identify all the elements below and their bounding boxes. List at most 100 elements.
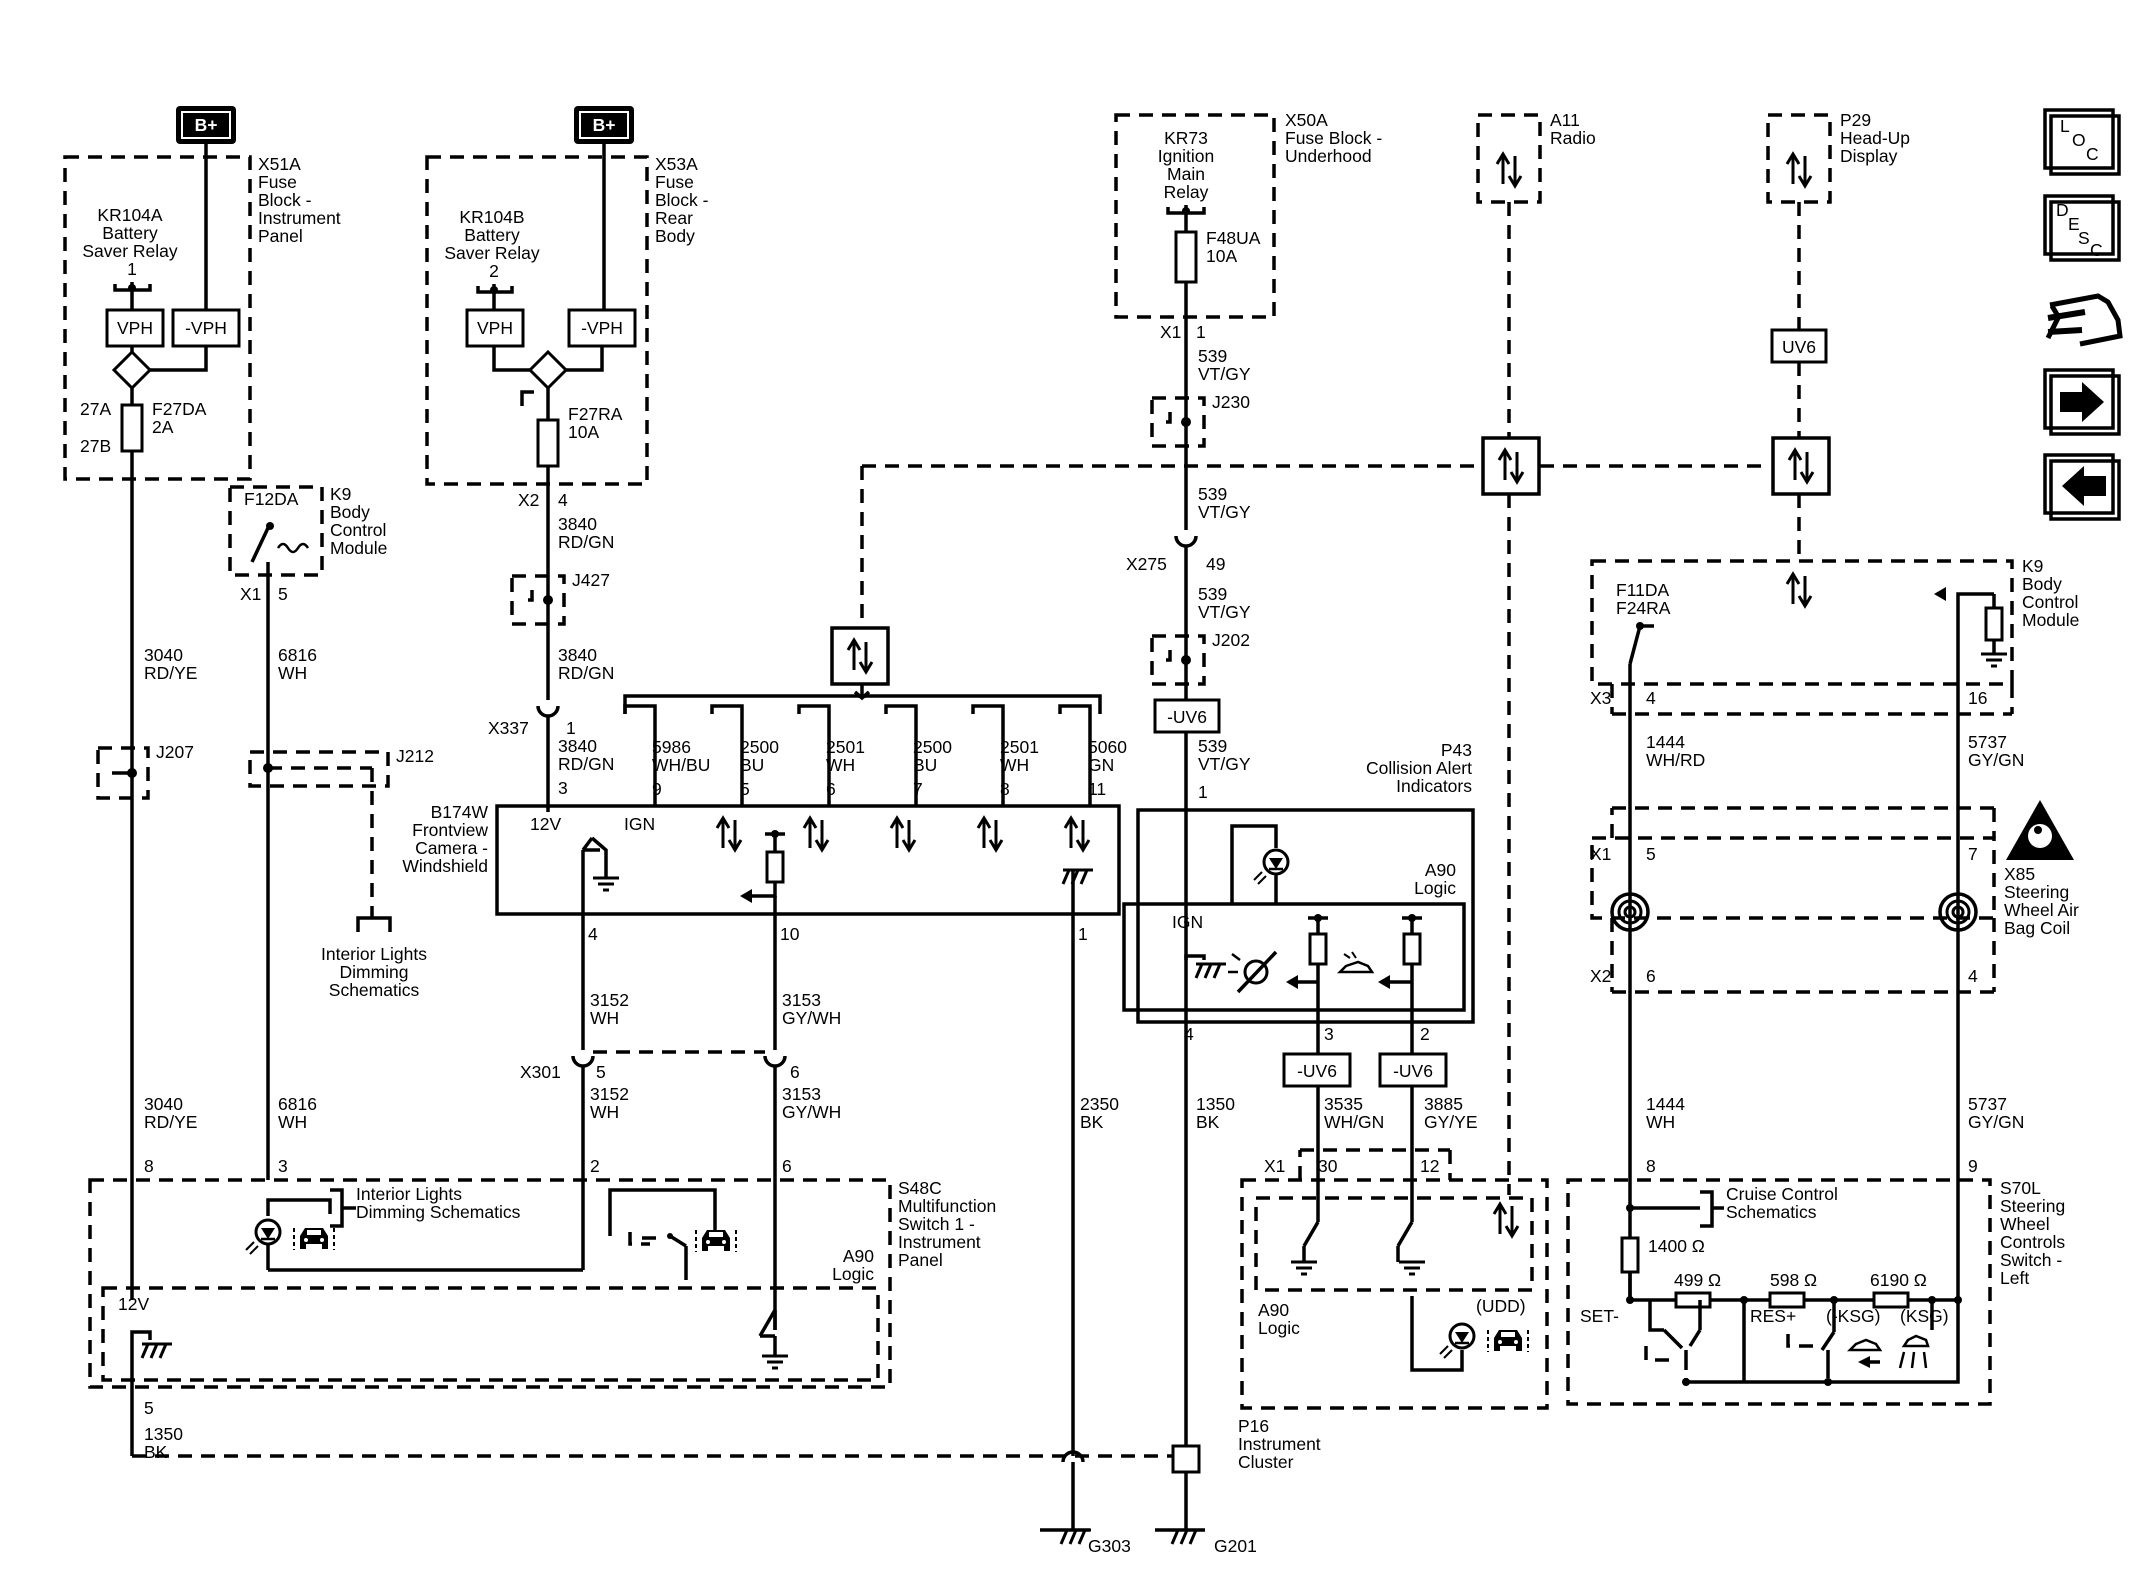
svg-text:6: 6: [790, 1062, 800, 1082]
svg-text:Relay: Relay: [1164, 182, 1209, 202]
wire-3040: 3040 RD/YE J207 3040 RD/YE 8: [96, 451, 197, 1288]
svg-text:X1: X1: [1590, 844, 1611, 864]
svg-text:3152: 3152: [590, 990, 629, 1010]
svg-text:7: 7: [913, 779, 923, 799]
svg-text:Multifunction: Multifunction: [898, 1196, 996, 1216]
svg-text:X275: X275: [1126, 554, 1167, 574]
svg-text:KR104B: KR104B: [459, 207, 524, 227]
svg-text:10A: 10A: [1206, 246, 1237, 266]
k9-body-control-module-right: K9 Body Control Module F11DA F24RA X3 4 …: [1590, 556, 2079, 1300]
svg-text:J207: J207: [156, 742, 194, 762]
loc-icon[interactable]: L O C: [2043, 108, 2121, 176]
svg-text:10A: 10A: [568, 422, 599, 442]
svg-text:Instrument: Instrument: [1238, 1434, 1321, 1454]
svg-text:11: 11: [1088, 779, 1106, 799]
desc-icon[interactable]: D E S C: [2043, 194, 2121, 262]
svg-text:P43: P43: [1441, 740, 1472, 760]
svg-text:WH: WH: [826, 755, 855, 775]
svg-text:Logic: Logic: [832, 1264, 874, 1284]
svg-text:Interior Lights: Interior Lights: [321, 944, 427, 964]
svg-text:10: 10: [780, 924, 800, 944]
svg-text:X1: X1: [1160, 322, 1181, 342]
svg-text:E: E: [2068, 214, 2080, 234]
svg-text:VPH: VPH: [117, 318, 153, 338]
svg-text:2350: 2350: [1080, 1094, 1119, 1114]
svg-text:Panel: Panel: [898, 1250, 943, 1270]
svg-text:GN: GN: [1088, 755, 1114, 775]
p16-instrument-cluster: X1 30 12 (UDD) A90 Logic P16 Instrument …: [1238, 1148, 1549, 1472]
svg-text:3: 3: [278, 1156, 288, 1176]
svg-text:P29: P29: [1840, 110, 1871, 130]
svg-text:J230: J230: [1212, 392, 1250, 412]
svg-text:539: 539: [1198, 736, 1227, 756]
svg-text:Controls: Controls: [2000, 1232, 2065, 1252]
svg-text:49: 49: [1206, 554, 1225, 574]
svg-text:S48C: S48C: [898, 1178, 942, 1198]
s48c-multifunction-switch: S48C Multifunction Switch 1 - Instrument…: [88, 1178, 996, 1462]
svg-text:1: 1: [127, 259, 137, 279]
svg-text:WH: WH: [590, 1008, 619, 1028]
svg-text:2: 2: [590, 1156, 600, 1176]
nav-icons: L O C D E S C: [2043, 108, 2123, 521]
svg-text:(KSG): (KSG): [1900, 1306, 1949, 1326]
svg-text:WH/RD: WH/RD: [1646, 750, 1705, 770]
svg-text:A11: A11: [1550, 110, 1580, 130]
svg-text:Underhood: Underhood: [1285, 146, 1372, 166]
svg-text:Switch 1 -: Switch 1 -: [898, 1214, 975, 1234]
svg-text:5: 5: [1646, 844, 1656, 864]
svg-text:KR104A: KR104A: [97, 205, 163, 225]
svg-text:-VPH: -VPH: [581, 318, 623, 338]
airbag-warning-icon: [2006, 800, 2074, 860]
svg-text:Steering: Steering: [2004, 882, 2069, 902]
ground-bus: G303 G201: [132, 1444, 1257, 1556]
svg-text:Indicators: Indicators: [1396, 776, 1472, 796]
svg-text:Bag Coil: Bag Coil: [2004, 918, 2070, 938]
svg-text:6816: 6816: [278, 1094, 317, 1114]
svg-text:9: 9: [652, 779, 662, 799]
svg-text:4: 4: [1646, 688, 1656, 708]
svg-text:A90: A90: [1425, 860, 1456, 880]
following-distance-icon: [1846, 1338, 1883, 1368]
svg-text:Wheel Air: Wheel Air: [2004, 900, 2079, 920]
svg-text:F24RA: F24RA: [1616, 598, 1671, 618]
svg-text:Panel: Panel: [258, 226, 303, 246]
x85-steering-wheel-air-bag-coil: X1 5 7 X2 6 4 X85 Steering Wheel Air Bag…: [1590, 800, 2079, 994]
svg-text:X85: X85: [2004, 864, 2035, 884]
svg-text:Fuse: Fuse: [655, 172, 694, 192]
svg-text:3885: 3885: [1424, 1094, 1463, 1114]
svg-text:A90: A90: [1258, 1300, 1289, 1320]
battery-terminal-right: B+: [574, 106, 634, 144]
svg-text:3840: 3840: [558, 736, 597, 756]
svg-text:F27DA: F27DA: [152, 399, 207, 419]
svg-text:1: 1: [566, 718, 576, 738]
svg-text:6: 6: [826, 779, 836, 799]
distance-setting-icon: [1898, 1334, 1930, 1369]
svg-text:Interior Lights: Interior Lights: [356, 1184, 462, 1204]
svg-text:F27RA: F27RA: [568, 404, 623, 424]
svg-text:Cluster: Cluster: [1238, 1452, 1294, 1472]
k9-body-control-module-left: F12DA K9 Body Control Module X1 5: [228, 484, 387, 604]
wire-3152-3153: 4 10 3152 WH 3153 GY/WH X301 5 6 3152 WH…: [520, 896, 841, 1330]
svg-text:A90: A90: [843, 1246, 874, 1266]
svg-text:VT/GY: VT/GY: [1198, 502, 1251, 522]
battery-label: B+: [195, 115, 218, 135]
svg-text:6816: 6816: [278, 645, 317, 665]
svg-text:1444: 1444: [1646, 1094, 1685, 1114]
connector-view-icon[interactable]: [2045, 293, 2123, 347]
svg-text:Logic: Logic: [1258, 1318, 1300, 1338]
svg-text:-VPH: -VPH: [185, 318, 227, 338]
svg-text:30: 30: [1318, 1156, 1338, 1176]
next-page-arrow-icon[interactable]: [2043, 368, 2121, 436]
svg-text:RD/GN: RD/GN: [558, 532, 614, 552]
svg-text:27A: 27A: [80, 399, 111, 419]
x53a-fuse-block: X53A Fuse Block - Rear Body KR104B Batte…: [425, 144, 709, 486]
collision-icon: [1336, 951, 1375, 974]
previous-page-arrow-icon[interactable]: [2043, 453, 2121, 521]
wire-2350: 1 2350 BK: [1071, 914, 1119, 1456]
svg-text:WH: WH: [590, 1102, 619, 1122]
svg-text:Body: Body: [2022, 574, 2062, 594]
svg-text:(-KSG): (-KSG): [1826, 1306, 1880, 1326]
svg-text:BK: BK: [1196, 1112, 1220, 1132]
svg-text:12V: 12V: [530, 814, 561, 834]
